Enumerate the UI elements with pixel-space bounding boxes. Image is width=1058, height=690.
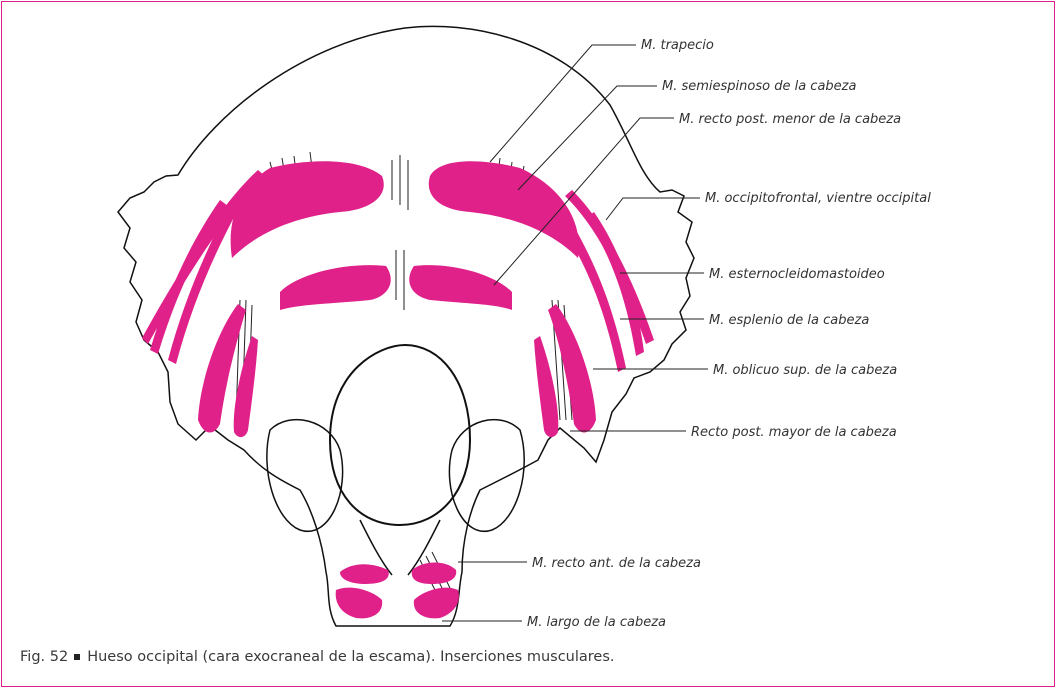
label-esplenio: M. esplenio de la cabeza	[709, 313, 869, 328]
insertion-semiespinoso-right	[429, 161, 579, 258]
label-occipitofrontal: M. occipitofrontal, vientre occipital	[705, 191, 931, 206]
insertion-recto-ant-left	[340, 564, 389, 584]
label-recto-ant: M. recto ant. de la cabeza	[532, 556, 701, 571]
caption-bullet-icon	[74, 654, 80, 660]
insertion-largo-left	[336, 588, 382, 619]
figure-caption: Fig. 52 Hueso occipital (cara exocraneal …	[20, 649, 615, 665]
label-oblicuo-sup: M. oblicuo sup. de la cabeza	[713, 363, 897, 378]
muscle-insertions	[142, 161, 654, 618]
label-largo: M. largo de la cabeza	[527, 615, 666, 630]
label-recto-post-menor: M. recto post. menor de la cabeza	[679, 112, 901, 127]
label-semiespinoso: M. semiespinoso de la cabeza	[662, 79, 856, 94]
caption-number: Fig. 52	[20, 649, 68, 665]
caption-text: Hueso occipital (cara exocraneal de la e…	[87, 649, 614, 665]
label-trapecio: M. trapecio	[641, 38, 714, 53]
insertion-largo-right	[414, 588, 459, 619]
label-recto-post-mayor: Recto post. mayor de la cabeza	[691, 425, 897, 440]
insertion-recto-post-menor-left	[280, 265, 391, 310]
insertion-recto-ant-right	[412, 563, 457, 585]
label-esternocleido: M. esternocleidomastoideo	[709, 267, 885, 282]
leader-lines	[442, 45, 708, 621]
insertion-recto-mayor-right	[534, 336, 558, 437]
insertion-recto-post-menor-right	[409, 265, 512, 310]
